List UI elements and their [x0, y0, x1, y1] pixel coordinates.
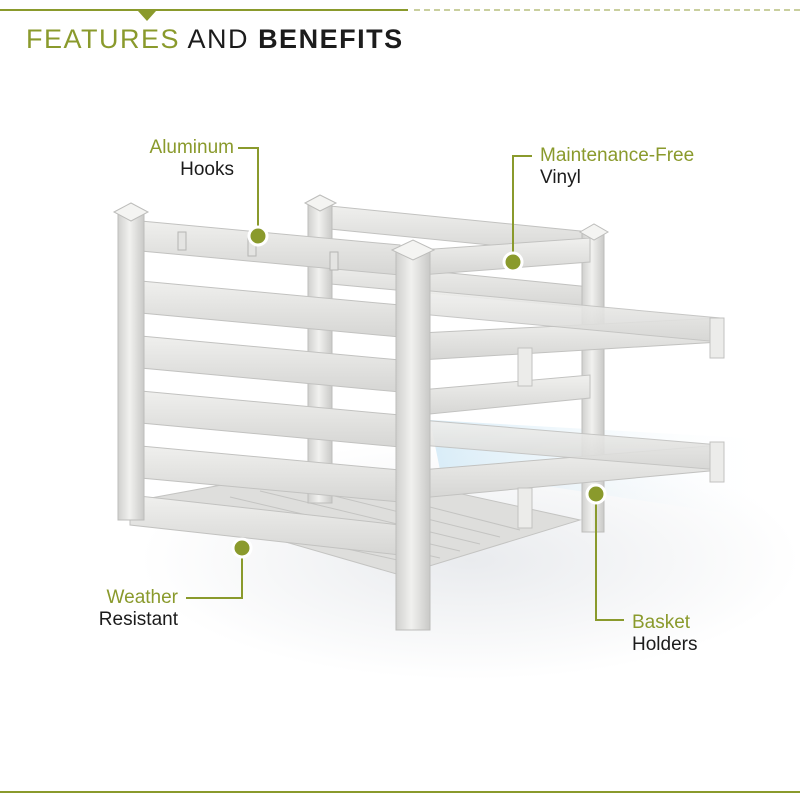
dot-hooks [247, 225, 269, 247]
callout-line2: Hooks [180, 159, 234, 180]
title-word-features: FEATURES [26, 24, 181, 54]
callout-line1: Aluminum [149, 137, 234, 158]
basket-holder-lower [419, 419, 725, 529]
dot-basket [585, 483, 607, 505]
title-word-benefits: BENEFITS [258, 24, 404, 54]
page-title: FEATURES AND BENEFITS [26, 24, 404, 55]
callout-line2: Resistant [98, 609, 178, 630]
callout-basket-holders: Basket Holders [632, 612, 697, 656]
callout-lines [186, 147, 624, 621]
left-front-post [117, 211, 145, 521]
callout-line1: Weather [106, 587, 178, 608]
callout-weather-resistant: Weather Resistant [70, 587, 178, 631]
top-notch-icon [138, 11, 156, 21]
callout-line2: Vinyl [540, 167, 581, 188]
callout-line1: Maintenance-Free [540, 145, 695, 166]
callout-line1: Basket [632, 612, 691, 633]
right-front-post [395, 249, 431, 631]
dot-weather [231, 537, 253, 559]
title-word-and: AND [187, 24, 250, 54]
callout-aluminum-hooks: Aluminum Hooks [110, 137, 234, 181]
callout-dots [231, 225, 607, 559]
basket-holder-upper [419, 289, 725, 387]
dot-vinyl [502, 251, 524, 273]
top-rule-dashed [414, 9, 800, 11]
callout-maintenance-free-vinyl: Maintenance-Free Vinyl [540, 145, 694, 189]
top-rule [0, 9, 408, 11]
callout-line2: Holders [632, 634, 698, 655]
bottom-rule [0, 791, 800, 793]
